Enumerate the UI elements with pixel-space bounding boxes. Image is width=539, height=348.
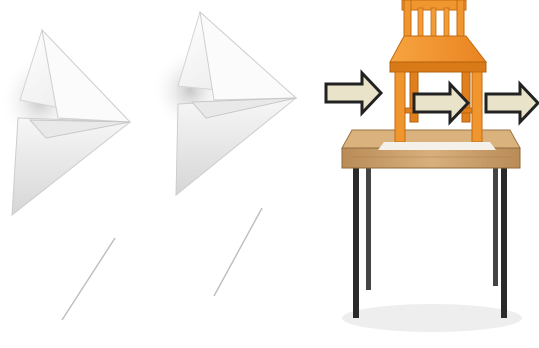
chair-backrest-slat-3: [444, 8, 449, 38]
chair-base-shadow: [378, 142, 496, 150]
table-floor-shadow: [342, 304, 522, 332]
paper-plane-1-streak: [62, 238, 115, 320]
chair-backrest-post-left: [404, 0, 411, 40]
chair-leg-front-left: [395, 72, 405, 142]
arrow-middle: [414, 84, 468, 122]
table-leg-back-left: [366, 168, 371, 290]
chair-backrest-slat-1: [418, 8, 423, 38]
paper-plane-2: [152, 12, 296, 296]
chair-seat: [390, 36, 486, 62]
arrow-right: [486, 84, 538, 122]
table-leg-front-right: [501, 168, 507, 318]
table-leg-back-right: [493, 168, 498, 286]
arrow-left: [326, 73, 381, 113]
chair: [378, 0, 496, 150]
table-leg-front-left: [353, 168, 359, 318]
chair-seat-edge: [390, 62, 486, 72]
chair-backrest-post-right: [457, 0, 464, 40]
chair-leg-front-right: [472, 72, 482, 142]
chair-backrest-slat-2: [431, 8, 436, 38]
paper-plane-1: [0, 30, 130, 320]
table-top-edge: [342, 148, 520, 168]
paper-plane-2-fold: [200, 12, 296, 100]
table: [342, 130, 522, 332]
paper-plane-2-lower-wing: [176, 98, 296, 195]
paper-plane-2-streak: [214, 208, 262, 296]
